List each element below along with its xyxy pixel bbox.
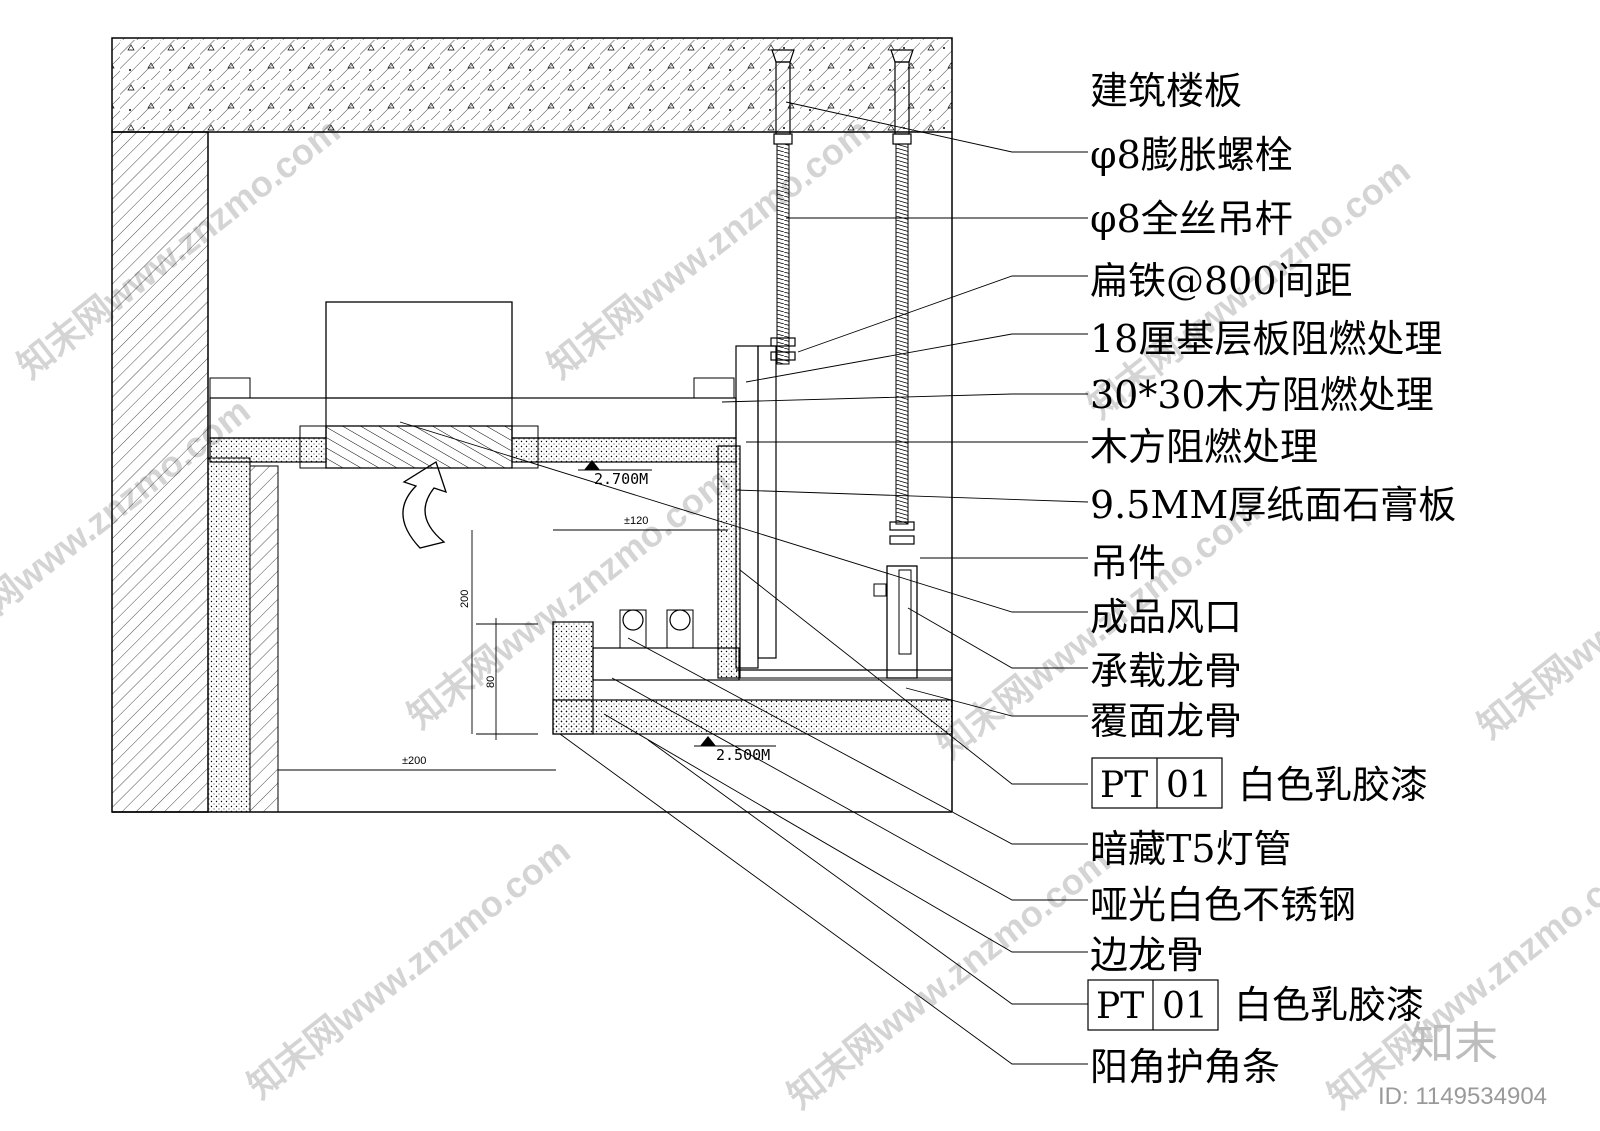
- image-id: ID: 1149534904: [1378, 1083, 1547, 1110]
- tag1-text: 白色乳胶漆: [1238, 763, 1428, 807]
- label-threaded-rod: φ8全丝吊杆: [1090, 197, 1293, 241]
- label-main-keel: 承载龙骨: [1090, 649, 1242, 693]
- label-gypsum-board: 9.5MM厚纸面石膏板: [1090, 483, 1456, 527]
- watermark-text: 知末网www.znzmo.com: [1320, 840, 1600, 1117]
- hanger-rods: [770, 49, 915, 545]
- tag2-num: 01: [1162, 986, 1208, 1027]
- wall-finish: [207, 457, 251, 813]
- label-floor-slab: 建筑楼板: [1090, 69, 1242, 113]
- label-flat-iron: 扁铁@800间距: [1090, 259, 1353, 303]
- duct: [325, 301, 513, 399]
- air-vent: [325, 425, 513, 469]
- elevation-upper: 2.700M: [594, 470, 648, 488]
- flat-iron-hanger: [735, 345, 952, 679]
- watermark-text: 知末网www.znzmo.com: [240, 830, 578, 1107]
- label-air-vent: 成品风口: [1090, 595, 1242, 639]
- tag2-text: 白色乳胶漆: [1234, 983, 1424, 1027]
- watermark-text: 知末网www.znzmo.com: [780, 840, 1118, 1117]
- elevation-lower: 2.500M: [716, 746, 770, 764]
- airflow-arrow-icon: [402, 461, 448, 549]
- label-corner-guard: 阳角护角条: [1090, 1045, 1280, 1089]
- dim-200-horizontal-text: ±200: [402, 755, 426, 767]
- t5-lamp-fixtures: [619, 609, 694, 649]
- label-wood-batten: 木方阻燃处理: [1090, 425, 1318, 469]
- leader-lines: [399, 101, 1089, 1065]
- paint-tag-2: PT 01 白色乳胶漆: [1087, 979, 1424, 1031]
- label-expansion-bolt: φ8膨胀螺栓: [1090, 133, 1293, 177]
- label-base-board: 18厘基层板阻燃处理: [1090, 317, 1442, 361]
- dim-80-text: 80: [485, 676, 497, 688]
- paint-tag-1: PT 01 白色乳胶漆: [1091, 757, 1428, 809]
- structure: [111, 37, 953, 813]
- brand-watermark: 知末: [1410, 1019, 1498, 1068]
- elevation-marker-icon: [700, 736, 716, 746]
- label-hanger: 吊件: [1090, 541, 1166, 585]
- hanger-clip: [873, 565, 918, 679]
- tag1-code: PT: [1100, 765, 1148, 806]
- dimension-lines: [278, 529, 728, 771]
- label-wood-batten-30: 30*30木方阻燃处理: [1090, 373, 1434, 417]
- label-t5-lamp: 暗藏T5灯管: [1090, 827, 1292, 871]
- dim-120-text: ±120: [624, 515, 648, 527]
- floor-slab: [111, 37, 953, 133]
- watermark-text: 知末网www.znzmo.com: [540, 110, 878, 387]
- tag2-code: PT: [1096, 986, 1144, 1027]
- labels: 建筑楼板 φ8膨胀螺栓 φ8全丝吊杆 扁铁@800间距 18厘基层板阻燃处理 3…: [1087, 69, 1456, 1089]
- label-stainless: 哑光白色不锈钢: [1090, 883, 1356, 927]
- dim-200-vertical-text: 200: [459, 590, 471, 608]
- tag1-num: 01: [1166, 765, 1212, 806]
- watermark-text: 知末网www.znzmo.com: [1470, 470, 1600, 747]
- wall-cladding: [249, 465, 279, 813]
- upper-ceiling: [209, 301, 741, 679]
- elevation-marker-icon: [584, 460, 600, 470]
- label-edge-keel: 边龙骨: [1090, 933, 1204, 977]
- lower-ceiling: [552, 609, 953, 735]
- label-cover-keel: 覆面龙骨: [1090, 699, 1242, 743]
- left-wall: [111, 131, 209, 813]
